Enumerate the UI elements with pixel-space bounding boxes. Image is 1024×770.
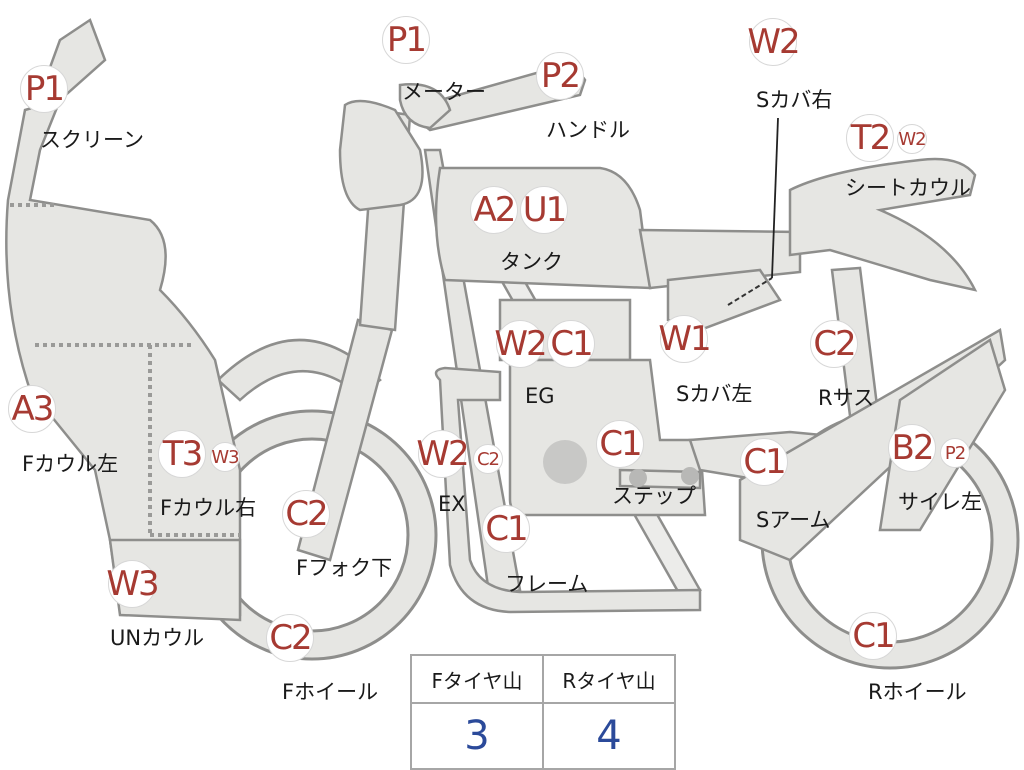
frame-lower-loop-shape (434, 366, 702, 614)
handle-label: ハンドル (546, 118, 630, 142)
seat-cowl-shape (788, 157, 978, 292)
meter-shape (398, 83, 452, 130)
eg-code-badge-2: C1 (547, 320, 595, 368)
side-cover-pointer-upper (771, 117, 779, 279)
silencer-label: サイレ左 (898, 490, 982, 514)
uncowl-label: UNカウル (110, 626, 205, 650)
meter-label: メーター (402, 80, 486, 104)
ex-label: EX (438, 492, 466, 516)
side-cover-pointer-lower (727, 277, 773, 306)
headlight-shape (338, 99, 424, 212)
tank-code-badge-2: U1 (520, 186, 568, 234)
front-tire-header: Fタイヤ山 (410, 654, 544, 704)
fwheel-label: Fホイール (282, 680, 379, 704)
scover-right-code-badge: W2 (747, 18, 801, 66)
frame-code-badge: C1 (482, 505, 530, 553)
engine-cover-circle (543, 440, 587, 484)
frame-label: フレーム (505, 572, 589, 596)
rwheel-label: Rホイール (868, 680, 967, 704)
sarm-label: Sアーム (756, 508, 831, 532)
screen-code-badge: P1 (20, 65, 68, 113)
rear-tire-header: Rタイヤ山 (542, 654, 676, 704)
rsus-code-badge: C2 (810, 320, 858, 368)
fcowl-right-label: Fカウル右 (160, 496, 257, 520)
sarm-code-badge: C1 (740, 438, 788, 486)
tank-label: タンク (500, 250, 563, 274)
step-peg-left (629, 469, 647, 487)
front-fender-shape (216, 338, 382, 402)
eg-label: EG (525, 384, 555, 408)
scover-left-label: Sカバ左 (676, 382, 753, 406)
ex-code-badge-2: C2 (473, 444, 503, 474)
step-label: ステップ (612, 484, 696, 508)
side-cover-shape (666, 268, 782, 332)
fcowl-right-code-badge-2: W3 (210, 442, 240, 472)
front-cowl-shape (5, 98, 242, 620)
ffork-code-badge: C2 (282, 490, 330, 538)
step-code-badge: C1 (596, 420, 644, 468)
meter-code-badge: P1 (382, 16, 430, 64)
step-peg-right (681, 467, 699, 485)
handle-code-badge: P2 (536, 52, 584, 100)
fwheel-code-badge: C2 (266, 614, 314, 662)
uncowl-code-badge: W3 (106, 560, 160, 608)
silencer-code-badge-2: P2 (940, 438, 970, 468)
rwheel-code-badge: C1 (849, 612, 897, 660)
front-tire-value: 3 (410, 702, 544, 770)
tire-tread-table: Fタイヤ山 Rタイヤ山 3 4 (410, 654, 676, 770)
ex-code-badge-1: W2 (416, 430, 470, 478)
seatcowl-code-badge-2: W2 (897, 124, 927, 154)
silencer-code-badge-1: B2 (888, 424, 936, 472)
scover-right-label: Sカバ右 (756, 88, 833, 112)
seatcowl-label: シートカウル (845, 176, 971, 200)
rear-tire-value: 4 (542, 702, 676, 770)
eg-code-badge-1: W2 (494, 320, 548, 368)
ffork-label: Fフォク下 (296, 556, 393, 580)
fcowl-left-code-badge: A3 (8, 385, 56, 433)
fcowl-left-label: Fカウル左 (22, 452, 119, 476)
screen-label: スクリーン (40, 128, 144, 152)
rsus-label: Rサス (818, 386, 875, 410)
seatcowl-code-badge-1: T2 (846, 114, 894, 162)
tank-code-badge-1: A2 (470, 186, 518, 234)
fcowl-right-code-badge-1: T3 (158, 430, 206, 478)
scover-left-code-badge: W1 (658, 315, 712, 363)
